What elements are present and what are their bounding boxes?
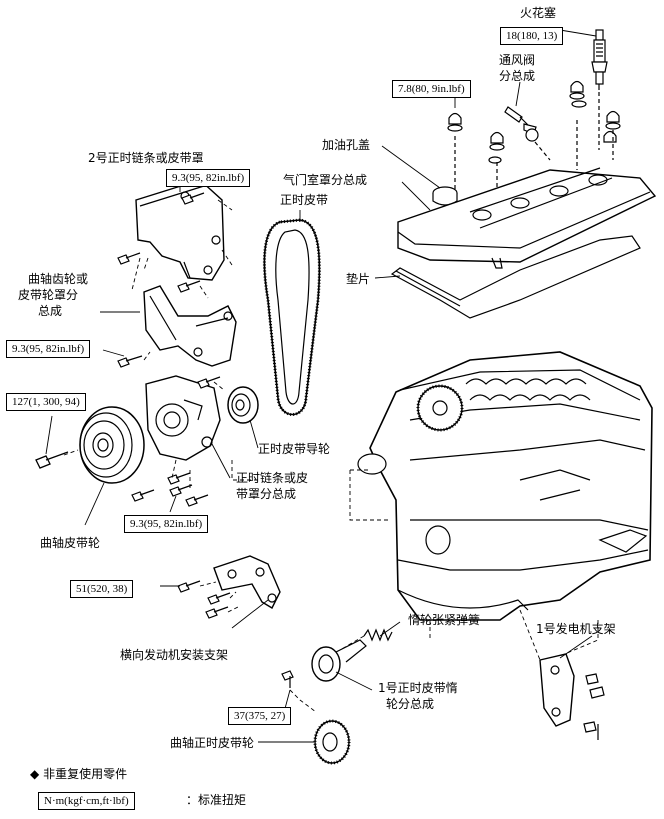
alternator-bracket-drawing <box>539 653 605 740</box>
label-no1-idler-2: 轮分总成 <box>386 697 435 711</box>
crank-pulley-drawing <box>79 406 145 484</box>
label-gasket: 垫片 <box>346 272 371 286</box>
crank-timing-pulley-drawing <box>313 719 351 765</box>
label-crank-timing-pulley: 曲轴正时皮带轮 <box>170 736 255 750</box>
tension-spring-drawing <box>363 628 393 642</box>
torque-box-spark-plug: 18(180, 13) <box>500 27 564 45</box>
label-pcv-valve-1: 通风阀 <box>499 53 536 67</box>
no2-timing-cover-drawing <box>135 179 225 281</box>
torque-box-sprocket-cover-bolt: 9.3(95, 82in.lbf) <box>6 340 91 358</box>
label-head-cover: 气门室罩分总成 <box>283 173 368 187</box>
no1-idler-drawing <box>311 639 367 682</box>
label-oil-filler-cap: 加油孔盖 <box>322 138 371 152</box>
belt-guide-drawing <box>227 386 259 424</box>
legend-torque-unit-text: ：标准扭矩 <box>186 793 247 807</box>
label-alternator-bracket: 1号发电机支架 <box>536 622 616 636</box>
torque-box-chain-cover-bolt: 9.3(95, 82in.lbf) <box>124 515 209 533</box>
crank-sprocket-cover-drawing <box>143 285 237 367</box>
torque-box-mount-bracket-bolt: 51(520, 38) <box>70 580 134 598</box>
label-mount-bracket: 横向发动机安装支架 <box>120 648 229 662</box>
cover-nuts-drawing <box>447 80 621 205</box>
label-no1-idler-1: 1号正时皮带惰 <box>378 681 458 695</box>
label-crank-sprocket-cover-2: 皮带轮罩分 <box>18 288 79 302</box>
label-timing-belt: 正时皮带 <box>280 193 329 207</box>
label-chain-cover-sub-1: 正时链条或皮 <box>236 471 309 485</box>
chain-cover-sub-drawing <box>145 375 221 461</box>
head-cover-drawing <box>397 167 657 269</box>
legend-non-reusable-text: 非重复使用零件 <box>43 767 128 781</box>
leader-lines <box>45 29 597 743</box>
label-chain-cover-sub-2: 带罩分总成 <box>236 487 297 501</box>
engine-block-drawing <box>357 351 653 621</box>
bolts-drawing <box>35 192 294 688</box>
pcv-valve-drawing <box>504 106 551 161</box>
label-belt-guide: 正时皮带导轮 <box>258 442 331 456</box>
torque-box-idler-bolt: 37(375, 27) <box>228 707 292 725</box>
legend-torque-unit-box: N·m(kgf·cm,ft·lbf) <box>38 792 135 810</box>
legend-non-reusable: ◆ 非重复使用零件 <box>30 767 127 781</box>
label-crank-sprocket-cover-1: 曲轴齿轮或 <box>28 272 89 286</box>
torque-box-crank-pulley-bolt: 127(1, 300, 94) <box>6 393 86 411</box>
oil-filler-cap-drawing <box>432 186 458 206</box>
gasket-drawing <box>390 235 641 319</box>
label-tension-spring: 惰轮张紧弹簧 <box>408 613 481 627</box>
torque-box-head-cover-nut: 7.8(80, 9in.lbf) <box>392 80 471 98</box>
torque-box-no2-cover-bolt: 9.3(95, 82in.lbf) <box>166 169 251 187</box>
label-crank-pulley: 曲轴皮带轮 <box>40 536 101 550</box>
guide-lines <box>63 199 599 713</box>
spark-plug-drawing <box>591 29 608 150</box>
timing-belt-drawing <box>262 218 321 416</box>
label-spark-plug: 火花塞 <box>520 6 557 20</box>
label-no2-timing-cover: 2号正时链条或皮带罩 <box>88 151 204 165</box>
label-crank-sprocket-cover-3: 总成 <box>38 304 63 318</box>
diamond-icon: ◆ <box>30 767 40 781</box>
mount-bracket-drawing <box>213 555 281 609</box>
label-pcv-valve-2: 分总成 <box>499 69 536 83</box>
